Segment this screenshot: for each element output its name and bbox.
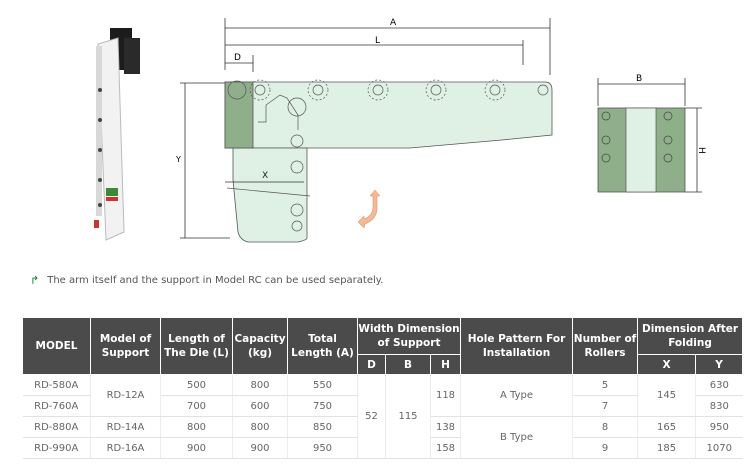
cell-support: RD-14A	[90, 416, 161, 438]
cell-model: RD-880A	[22, 416, 91, 438]
spec-table: MODEL Model of Support Length of The Die…	[22, 317, 744, 459]
dim-label-d: D	[234, 53, 241, 63]
cell-capacity: 800	[232, 374, 288, 396]
cell-hole: A Type	[460, 374, 574, 417]
cell-d: 52	[357, 374, 386, 459]
cell-rollers: 8	[572, 416, 639, 438]
cell-length: 500	[160, 374, 233, 396]
cell-h: 118	[430, 374, 462, 417]
table-row: RD-580A RD-12A 500 800 550 52 115 118 A …	[22, 374, 743, 459]
cell-h: 158	[430, 437, 462, 459]
cell-b: 115	[385, 374, 431, 459]
cell-support: RD-16A	[90, 437, 161, 459]
arm-dimension-drawing: A L D Y X	[175, 18, 553, 243]
cell-rollers: 7	[572, 395, 639, 417]
header-h: H	[429, 354, 462, 375]
header-b: B	[385, 354, 431, 375]
usage-note: ↱ The arm itself and the support in Mode…	[30, 274, 383, 287]
usage-note-text: The arm itself and the support in Model …	[47, 275, 384, 286]
cell-x: 145	[637, 374, 697, 417]
cell-capacity: 800	[232, 416, 288, 438]
cell-rollers: 5	[572, 374, 639, 396]
dim-label-a: A	[390, 18, 397, 28]
header-width: Width Dimension of Support	[356, 317, 462, 355]
cell-capacity: 600	[232, 395, 288, 417]
cell-capacity: 900	[232, 437, 288, 459]
table-row: RD-880A RD-14A 800 800 850 138 B Type 8 …	[22, 416, 743, 459]
cell-total: 750	[287, 395, 358, 417]
cell-model: RD-580A	[22, 374, 91, 396]
cell-length: 800	[160, 416, 233, 438]
table-row: RD-760A 700 600 750 7 830	[22, 395, 743, 417]
cell-x: 165	[637, 416, 697, 438]
cell-length: 700	[160, 395, 233, 417]
cell-total: 550	[287, 374, 358, 396]
header-model: MODEL	[22, 317, 91, 375]
cell-y: 630	[695, 374, 743, 396]
product-photo	[94, 28, 140, 241]
header-length: Length of The Die (L)	[160, 317, 233, 375]
support-side-view: B H	[597, 74, 706, 193]
table-row: RD-990A RD-16A 900 900 950 158 9 185 107…	[22, 437, 743, 459]
header-rollers: Number of Rollers	[572, 317, 639, 375]
cell-rollers: 9	[572, 437, 639, 459]
cell-x: 185	[637, 437, 697, 459]
cell-support: RD-12A	[90, 374, 161, 417]
cell-y: 1070	[695, 437, 743, 459]
cell-y: 830	[695, 395, 743, 417]
cell-h: 138	[430, 416, 462, 438]
cell-model: RD-990A	[22, 437, 91, 459]
dim-label-l: L	[375, 36, 380, 46]
curved-arrow-icon: ↱	[30, 274, 40, 287]
dim-label-x: X	[262, 171, 268, 181]
header-capacity: Capacity (kg)	[232, 317, 288, 375]
cell-model: RD-760A	[22, 395, 91, 417]
cell-total: 950	[287, 437, 358, 459]
header-folding: Dimension After Folding	[637, 317, 744, 355]
dim-label-h: H	[696, 147, 706, 154]
header-total: Total Length (A)	[287, 317, 358, 375]
header-support: Model of Support	[90, 317, 161, 375]
dim-label-b: B	[636, 74, 642, 84]
header-x: X	[637, 354, 697, 375]
cell-length: 900	[160, 437, 233, 459]
dim-label-y: Y	[175, 155, 181, 164]
header-hole: Hole Pattern For Installation	[460, 317, 574, 375]
cell-hole: B Type	[460, 416, 574, 459]
header-y: Y	[695, 354, 744, 375]
cell-total: 850	[287, 416, 358, 438]
header-d: D	[357, 354, 386, 375]
cell-y: 950	[695, 416, 743, 438]
